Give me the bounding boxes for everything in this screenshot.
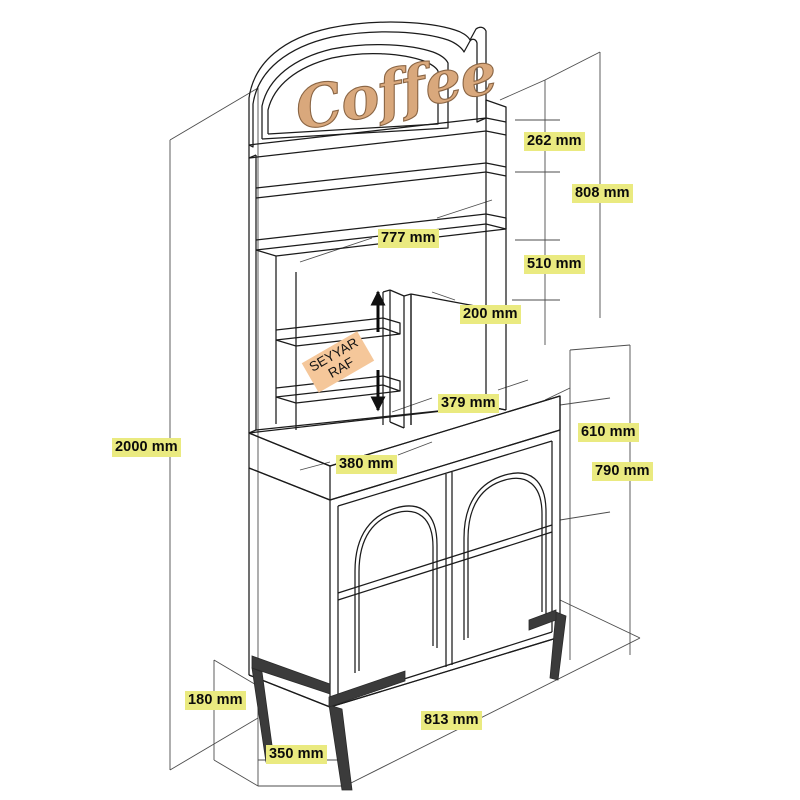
dimension-label-door-width: 379 mm: [438, 394, 499, 414]
leg-front-center: [328, 704, 353, 791]
cabinet-doors: [337, 472, 553, 673]
dimension-label-upper-unit-height: 808 mm: [572, 184, 633, 204]
dimension-label-shelf-width: 380 mm: [336, 455, 397, 475]
crown-panel: [248, 21, 487, 148]
base-cabinet: [248, 430, 561, 708]
cabinet-legs: [251, 609, 567, 791]
dimension-label-door-height: 610 mm: [578, 423, 639, 443]
leg-right-bracket: [528, 609, 557, 631]
dimension-label-niche-depth: 200 mm: [460, 305, 521, 325]
dimension-label-overall-width: 813 mm: [421, 711, 482, 731]
leg-right: [549, 611, 567, 681]
cabinet-outline: [248, 21, 561, 708]
dimension-label-leg-height: 180 mm: [185, 691, 246, 711]
leg-front-left-bracket: [251, 655, 331, 695]
dimension-extension-lines: [169, 51, 641, 787]
dimension-label-overall-height: 2000 mm: [112, 438, 181, 458]
dimension-label-upper-shelf-width: 777 mm: [378, 229, 439, 249]
dimension-label-base-unit-height: 790 mm: [592, 462, 653, 482]
leg-front-center-bracket: [328, 670, 406, 708]
dimension-label-depth: 350 mm: [266, 745, 327, 765]
dimension-label-crown-height: 262 mm: [524, 132, 585, 152]
dimension-label-upper-shelf-height: 510 mm: [524, 255, 585, 275]
upper-hutch: [248, 99, 507, 434]
